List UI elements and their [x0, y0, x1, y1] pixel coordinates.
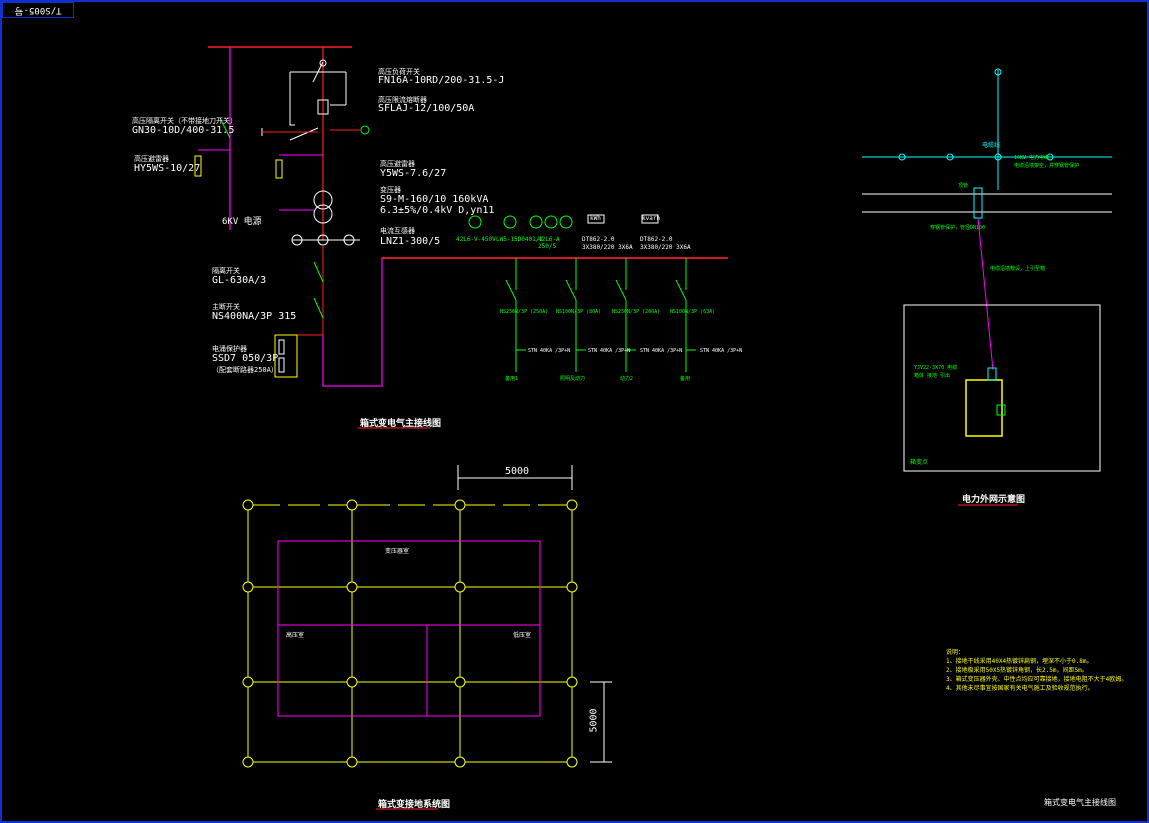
feeder-breaker: NS100N/3P (80A): [556, 309, 602, 315]
feeder-name: 备用: [680, 376, 691, 382]
incoming-voltage: 6KV 电源: [222, 217, 262, 227]
site-plan-title: 电力外网示意图: [962, 495, 1026, 505]
ct-label: 电流互感器: [380, 227, 415, 235]
arrester-left-model: HY5WS-10/27: [134, 163, 201, 174]
notes-heading: 说明：: [946, 649, 965, 656]
dimension-horizontal: 5000: [505, 466, 530, 477]
meter-v: 42L6-V-450V: [456, 236, 496, 243]
meter-kwh2-label: kvarh: [642, 215, 661, 222]
meter-var: LW5-15D0401/2: [496, 236, 543, 243]
site-plan: [862, 68, 1112, 472]
feeder-ct: STN 40KA /3P+N: [588, 348, 631, 354]
feeder-breaker: NS250N/3P (250A): [500, 309, 549, 315]
notes-line: 1、接地干线采用40X4热镀锌扁钢，埋深不小于0.8m。: [946, 658, 1093, 665]
feeder-ct: STN 40KA /3P+N: [528, 348, 571, 354]
site-box-label: 箱变点: [910, 459, 929, 466]
hv-switch-label: 高压负荷开关: [378, 68, 420, 76]
feeder-ct: STN 40KA /3P+N: [700, 348, 743, 354]
transformer-label: 变压器: [380, 186, 401, 194]
main-diagram-title: 箱式变电气主接线图: [360, 419, 442, 429]
dimension-vertical: 5000: [588, 708, 600, 733]
feeder-breaker: NS250N/3P (200A): [612, 309, 661, 315]
arrester-right-label: 高压避雷器: [380, 160, 415, 168]
sheet-label: 箱式变电气主接线图: [1044, 798, 1116, 807]
site-box-note2: 箱体 接地 引出: [914, 373, 951, 379]
isolator-model: GN30-10D/400-31.5: [132, 125, 235, 136]
feeder-ct: STN 40KA /3P+N: [640, 348, 683, 354]
hv-switch-model: FN16A-10RD/200-31.5-J: [378, 75, 505, 86]
ct-model: LNZ1-300/5: [380, 236, 441, 247]
meter-kwh1-label: kWh: [590, 215, 601, 222]
site-note1: 10KV 电力电缆: [1014, 155, 1050, 161]
lv-isolator-model: GL-630A/3: [212, 275, 267, 286]
feeder-name: 备用1: [505, 376, 519, 382]
lv-isolator-label: 隔离开关: [212, 267, 240, 275]
notes-line: 4、其他未尽事宜按国家有关电气施工及验收规范执行。: [946, 685, 1094, 692]
feeder-name: 照明及动力: [560, 376, 586, 382]
site-cable-note: 电缆线: [982, 142, 1001, 149]
hv-fuse-label: 高压限流熔断器: [378, 96, 427, 104]
notes-block: 说明： 1、接地干线采用40X4热镀锌扁钢，埋深不小于0.8m。 2、接地极采用…: [946, 648, 1142, 693]
hv-fuse-model: SFLAJ-12/100/50A: [378, 103, 475, 114]
room-hv: 高压室: [286, 632, 305, 639]
site-note5: 电缆沿墙敷设，上引至箱: [990, 266, 1046, 272]
arrester-right-model: Y5WS-7.6/27: [380, 168, 447, 179]
surge-label: 电涌保护器: [212, 345, 247, 353]
site-note4: 穿钢管保护，管径DN100: [930, 225, 986, 231]
meter-a: 42L6-A 250/5: [538, 236, 560, 250]
room-lv: 低压室: [513, 632, 532, 639]
isolator-label: 高压隔离开关（不带接地刀开关）: [132, 117, 237, 125]
meter-kwh1: DT862-2.0 3X380/220 3X6A: [582, 236, 633, 251]
feeder-name: 动力2: [620, 376, 634, 382]
site-note2: 电缆沿墙架空，并穿钢管保护: [1014, 163, 1080, 169]
grounding-title: 箱式变接地系统图: [378, 800, 451, 810]
room-transformer: 变压器室: [385, 548, 410, 555]
surge-sub: （配套断路器250A）: [212, 366, 278, 374]
notes-line: 2、接地极采用50X5热镀锌角钢，长2.5m，间距5m。: [946, 667, 1088, 674]
transformer-ratio: 6.3±5%/0.4kV D,yn11: [380, 205, 495, 216]
main-wiring-diagram: [194, 46, 728, 387]
main-breaker-label: 主断开关: [212, 303, 240, 311]
notes-line: 3、箱式变压器外壳、中性点均应可靠接地，接地电阻不大于4欧姆。: [946, 676, 1128, 683]
grounding-grid: [242, 465, 612, 768]
site-box-note: YJV22-3X70 电缆: [914, 365, 958, 371]
arrester-left-label: 高压避雷器: [134, 155, 169, 163]
feeder-breaker: NS100N/3P (63A): [670, 309, 716, 315]
main-breaker-model: NS400NA/3P 315: [212, 311, 297, 322]
site-note3: 顶管: [958, 183, 969, 189]
surge-model: SSD7 050/3P: [212, 353, 279, 364]
transformer-model: S9-M-160/10 160kVA: [380, 194, 489, 205]
meter-kwh2: DT862-2.0 3X380/220 3X6A: [640, 236, 691, 251]
